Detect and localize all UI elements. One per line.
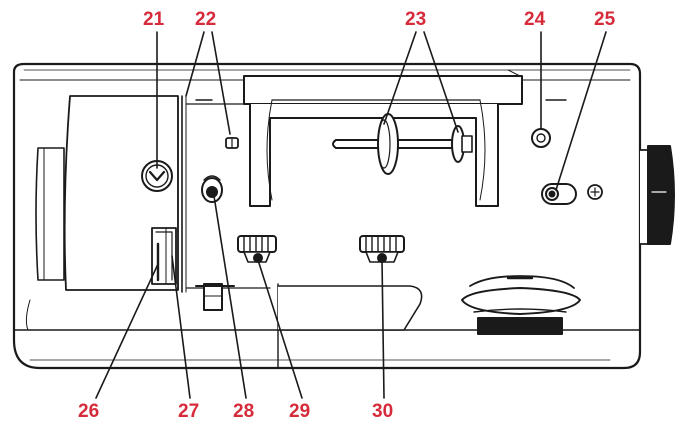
leader-27	[171, 255, 191, 399]
callout-23: 23	[405, 9, 427, 30]
callout-28: 28	[233, 401, 255, 422]
leader-23a	[383, 31, 417, 125]
leader-22b	[211, 31, 231, 135]
thread-guide	[225, 137, 239, 149]
leader-lines	[95, 31, 607, 399]
leader-26	[95, 263, 159, 399]
spool-pin	[332, 113, 473, 175]
bobbin-thread-guide	[201, 175, 223, 203]
cord-holder	[461, 275, 581, 335]
leader-23b	[423, 31, 459, 133]
callout-25: 25	[594, 9, 616, 30]
bobbin-winder-spindle	[531, 128, 551, 148]
thread-cutter	[151, 227, 177, 285]
callout-22: 22	[195, 9, 217, 30]
handwheel	[639, 145, 675, 245]
top-edge-details	[195, 69, 567, 101]
spool-recess	[243, 75, 523, 207]
callout-30: 30	[372, 401, 394, 422]
leader-30	[381, 259, 385, 399]
callout-29: 29	[289, 401, 311, 422]
stitch-width-dial	[237, 235, 277, 263]
bobbin-winder-stop	[541, 183, 603, 205]
callout-24: 24	[524, 9, 546, 30]
free-arm-ledge	[277, 285, 423, 331]
leader-22a	[185, 31, 205, 97]
callout-26: 26	[78, 401, 100, 422]
stitch-length-dial	[359, 235, 405, 263]
callout-21: 21	[143, 9, 165, 30]
leader-29	[257, 259, 303, 399]
leader-25	[555, 31, 607, 191]
left-end-cover	[25, 95, 179, 331]
callout-27: 27	[178, 401, 200, 422]
leader-28	[213, 195, 247, 399]
